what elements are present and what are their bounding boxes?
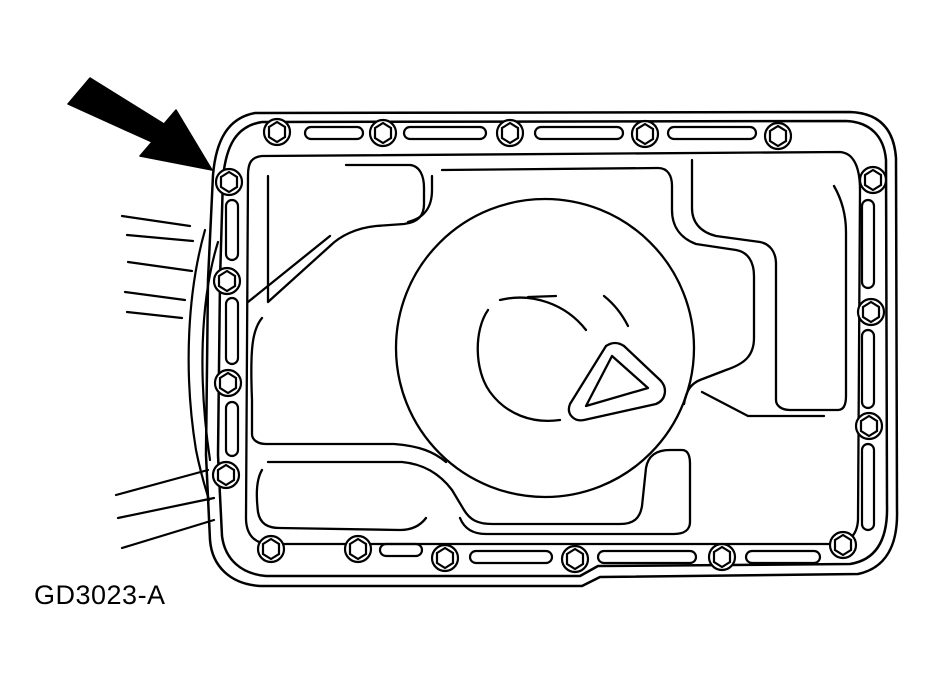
bolt-bottom-6 — [828, 530, 858, 560]
pan-contours — [244, 150, 862, 546]
bolt-left-1 — [214, 167, 244, 197]
bolt-right-2 — [856, 297, 886, 327]
bolt-top-4 — [630, 119, 660, 149]
bolt-bottom-5 — [707, 542, 737, 572]
bolt-bottom-3 — [430, 543, 460, 573]
bolt-left-4 — [211, 460, 241, 490]
bolt-right-3 — [854, 411, 884, 441]
bolt-bottom-2 — [343, 534, 373, 564]
callout-arrow-icon — [67, 77, 213, 171]
bolt-bottom-4 — [560, 544, 590, 574]
bolt-left-2 — [212, 266, 242, 296]
bolt-right-1 — [858, 165, 888, 195]
pan-bolts — [211, 117, 888, 574]
pan-rim — [204, 110, 899, 588]
bolt-left-3 — [213, 368, 243, 398]
sump-bowl — [394, 197, 696, 499]
bolt-top-5 — [763, 121, 793, 151]
engine-outline-lines — [114, 214, 220, 550]
bolt-top-2 — [368, 118, 398, 148]
bolt-bottom-1 — [256, 534, 286, 564]
bolt-top-1 — [262, 117, 292, 147]
flange-slots — [224, 125, 876, 565]
figure-code-label: GD3023-A — [34, 580, 166, 610]
bolt-top-3 — [495, 118, 525, 148]
drain-plug-boss — [567, 341, 667, 422]
